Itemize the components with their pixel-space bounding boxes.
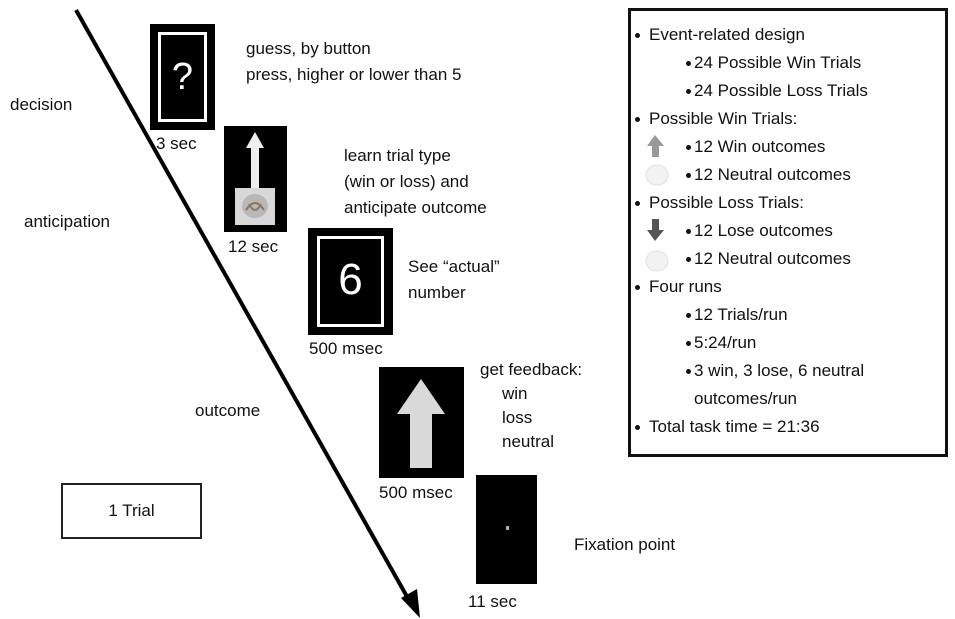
design-line-run-length: 5:24/run [694,333,757,352]
trial-box: 1 Trial [61,483,202,539]
duration-feedback: 500 msec [379,483,453,502]
design-line-lose-outcomes: 12 Lose outcomes [694,221,833,240]
design-line-possible-win: Possible Win Trials: [649,109,798,128]
design-summary-box: Event-related design 24 Possible Win Tri… [628,8,948,457]
design-line-possible-loss: Possible Loss Trials: [649,193,804,212]
bullet [686,61,691,66]
guess-line-2: press, higher or lower than 5 [246,65,462,84]
bullet [635,285,640,290]
design-line-outcome-split: 3 win, 3 lose, 6 neutral [694,361,865,380]
bullet [635,33,640,38]
loss-cue-down-arrow-icon [645,219,669,272]
bullet [686,369,691,374]
duration-learn: 12 sec [228,237,279,256]
design-line-event: Event-related design [649,25,805,44]
feedback-description: get feedback: win loss neutral [480,358,582,454]
bullet [635,425,640,430]
learn-line-3: anticipate outcome [344,198,487,217]
feedback-card [379,367,464,478]
design-line-win-trials: 24 Possible Win Trials [694,53,862,72]
phase-label-decision: decision [10,95,73,114]
design-line-four-runs: Four runs [649,277,722,296]
see-line-2: number [408,283,466,302]
learn-description: learn trial type (win or loss) and antic… [344,143,487,221]
number-card: 6 [308,228,393,335]
feedback-line-1: get feedback: [480,360,583,379]
design-line-outcome-split-cont: outcomes/run [694,389,797,408]
design-line-total-time: Total task time = 21:36 [649,417,820,436]
number-six: 6 [338,255,363,304]
feedback-win: win [502,384,528,403]
bullet [686,313,691,318]
fixation-card [476,475,537,584]
bullet [686,173,691,178]
bullet [635,117,640,122]
bullet [686,341,691,346]
see-description: See “actual” number [408,254,500,306]
bullet [635,201,640,206]
phase-label-anticipation: anticipation [24,212,111,231]
feedback-neutral: neutral [502,432,554,451]
guess-description: guess, by button press, higher or lower … [246,36,461,88]
duration-fixation: 11 sec [468,592,517,611]
phase-label-outcome: outcome [195,401,261,420]
design-line-win-neutral: 12 Neutral outcomes [694,165,851,184]
design-line-trials-per-run: 12 Trials/run [694,305,788,324]
feedback-up-arrow-icon [397,379,445,468]
duration-guess: 3 sec [156,134,197,153]
guess-line-1: guess, by button [246,39,371,58]
feedback-loss: loss [502,408,533,427]
duration-see: 500 msec [309,339,383,358]
bullet [686,229,691,234]
design-line-loss-neutral: 12 Neutral outcomes [694,249,851,268]
fixation-label: Fixation point [574,535,676,554]
design-line-win-outcomes: 12 Win outcomes [694,137,826,156]
bullet [686,145,691,150]
question-card: ? [150,24,215,130]
learn-line-2: (win or loss) and [344,172,469,191]
see-line-1: See “actual” [408,257,500,276]
win-cue-up-arrow-icon [645,135,669,186]
bullet [686,257,691,262]
fixation-point-icon [506,526,509,530]
design-line-loss-trials: 24 Possible Loss Trials [694,81,868,100]
cue-arrow-icon [235,132,275,225]
bullet [686,89,691,94]
learn-line-1: learn trial type [344,146,451,165]
question-mark: ? [171,56,194,98]
cue-card [224,126,287,232]
